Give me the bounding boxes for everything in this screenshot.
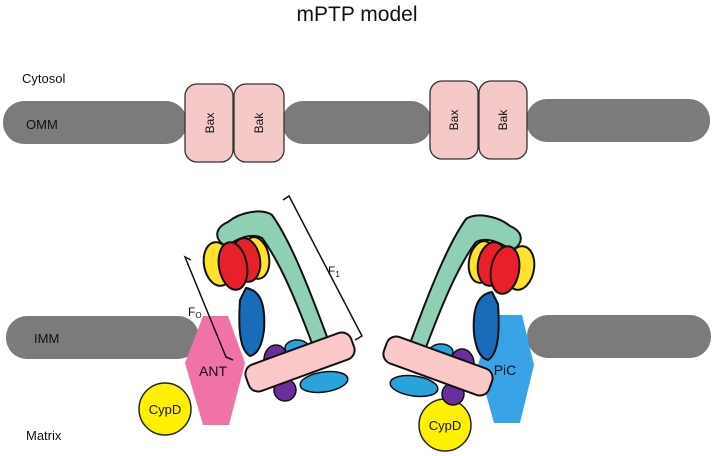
- cypd-left: [138, 382, 192, 436]
- bak-right-label: Bak: [496, 109, 510, 131]
- fo-base: [382, 335, 494, 406]
- ant-protein: [185, 316, 245, 425]
- omm-segment-middle: [282, 101, 432, 144]
- f0-letter: F: [188, 305, 195, 319]
- bak-right: [478, 80, 528, 160]
- central-stalk: [472, 290, 500, 362]
- omm-segment-right: [526, 99, 710, 142]
- central-stalk: [238, 286, 266, 358]
- f1-bracket: [282, 194, 363, 341]
- ant-label: ANT: [199, 363, 227, 379]
- pic-label: PiC: [494, 362, 517, 378]
- bax-right-label: Bax: [447, 110, 461, 131]
- matrix-label: Matrix: [26, 428, 62, 443]
- beta-subunit: [489, 245, 521, 295]
- bax-left-label: Bax: [203, 113, 217, 134]
- f0-bracket: [183, 255, 234, 361]
- atp-synthase-left: F1 FO: [183, 194, 363, 402]
- f1-letter: F: [328, 264, 335, 278]
- omm-segment-left: [3, 101, 187, 144]
- atp-synthase-right: [382, 214, 536, 406]
- inner-membrane: [6, 315, 711, 359]
- c-ring: [382, 335, 494, 397]
- f1-label: F1: [328, 264, 340, 279]
- omm-label: OMM: [26, 117, 58, 132]
- diagram-title: mPTP model: [296, 3, 418, 26]
- f0-subscript: O: [195, 311, 201, 320]
- imm-segment-left: [6, 316, 199, 359]
- f0-label: FO: [188, 305, 202, 320]
- imm-segment-right: [527, 315, 711, 358]
- bak-left: [233, 83, 285, 163]
- cytosol-label: Cytosol: [22, 71, 66, 86]
- stator-subunit: [299, 370, 349, 394]
- c-ring: [244, 331, 356, 393]
- beta-subunit: [217, 241, 249, 291]
- stator-subunit: [389, 374, 439, 398]
- bax-bak-right-pair: Bax Bak: [429, 80, 528, 160]
- bax-bak-left-pair: Bax Bak: [184, 83, 285, 163]
- outer-membrane: [3, 99, 710, 144]
- bax-left: [184, 83, 234, 163]
- f1-subscript: 1: [335, 270, 340, 279]
- cypd-right-label: CypD: [429, 418, 462, 433]
- cypd-left-label: CypD: [149, 402, 182, 417]
- bak-left-label: Bak: [252, 112, 266, 134]
- bax-right: [429, 80, 479, 160]
- imm-label: IMM: [34, 331, 59, 346]
- f1-head: [467, 240, 536, 295]
